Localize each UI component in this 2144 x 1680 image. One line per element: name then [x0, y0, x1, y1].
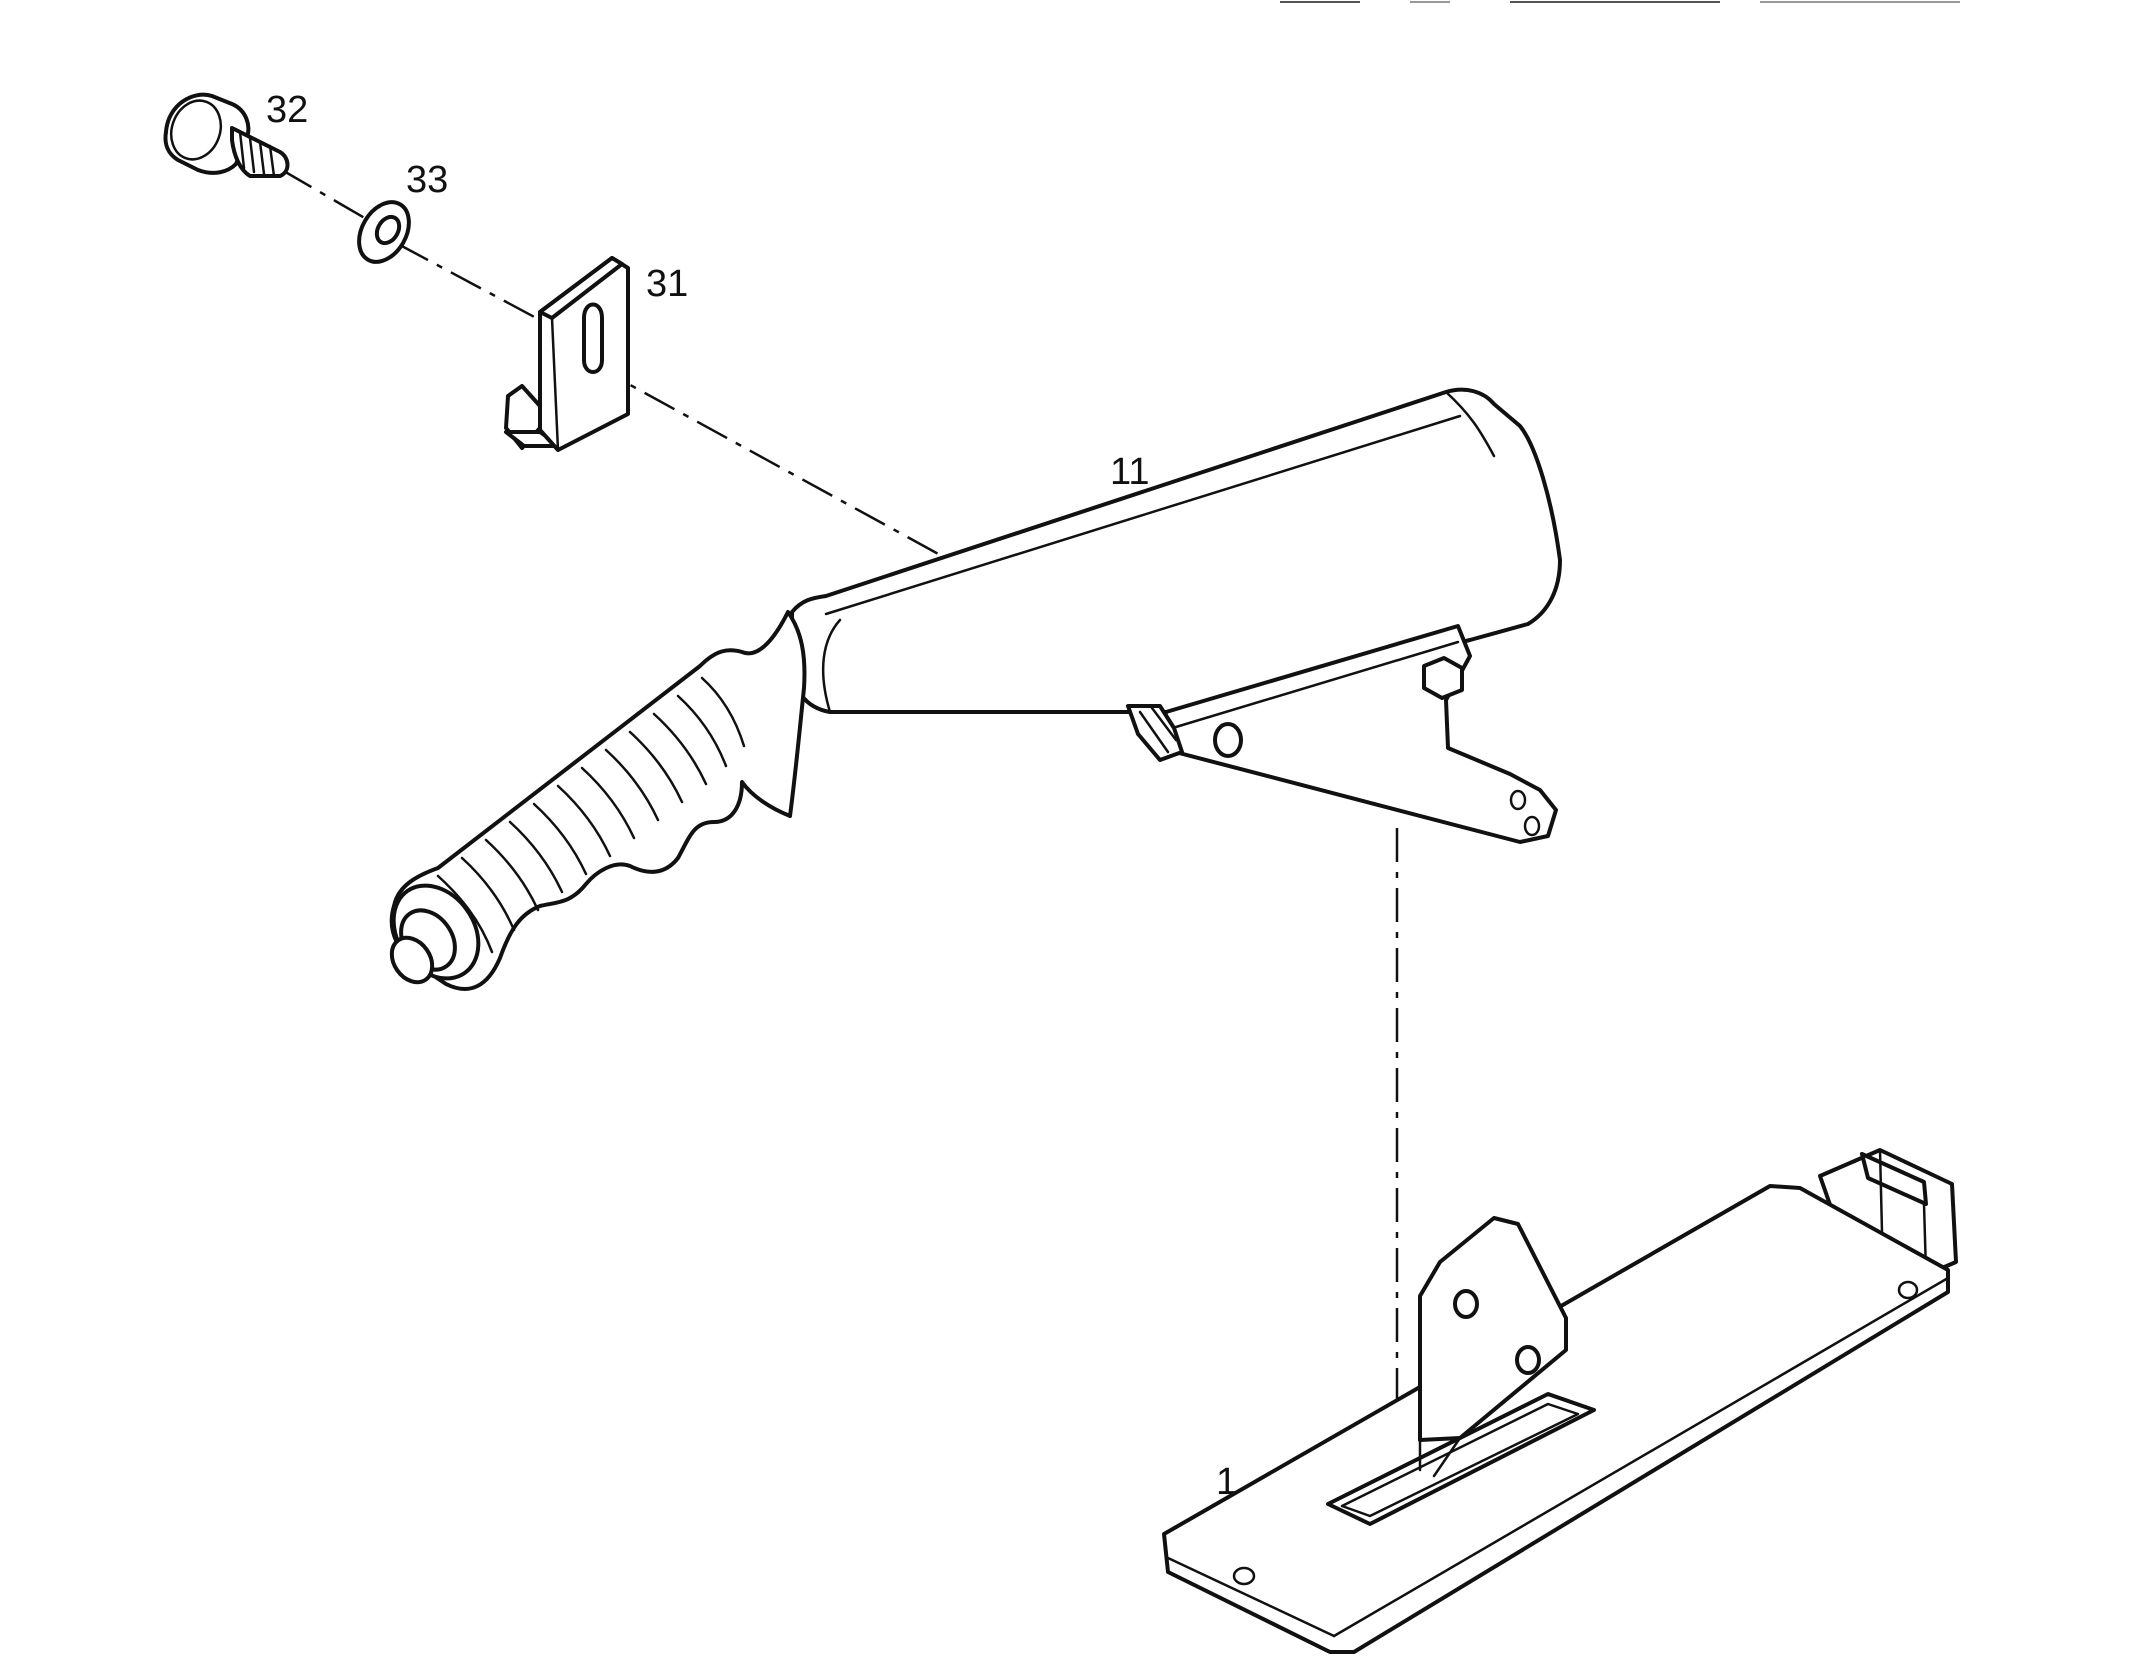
hand-brake-lever-part-11	[389, 387, 1562, 991]
bolt-part-32	[163, 92, 290, 178]
slotted-bracket-part-31	[504, 256, 630, 452]
washer-part-33	[357, 200, 411, 264]
leader-washer-to-bracket	[397, 242, 541, 322]
assembly-leader-lines	[281, 168, 1399, 1458]
label-part-1: 1	[1216, 1461, 1237, 1503]
label-part-32: 32	[266, 89, 308, 131]
label-part-31: 31	[646, 263, 688, 305]
part-labels: 32 33 31 11 1	[266, 89, 1237, 1503]
leader-bolt-to-washer	[281, 168, 376, 226]
leader-bracket-to-lever	[591, 362, 943, 558]
grip-ribs	[436, 676, 746, 954]
base-plate-part-1	[1162, 1148, 1958, 1654]
label-part-11: 11	[1110, 451, 1149, 493]
label-part-33: 33	[406, 159, 448, 201]
